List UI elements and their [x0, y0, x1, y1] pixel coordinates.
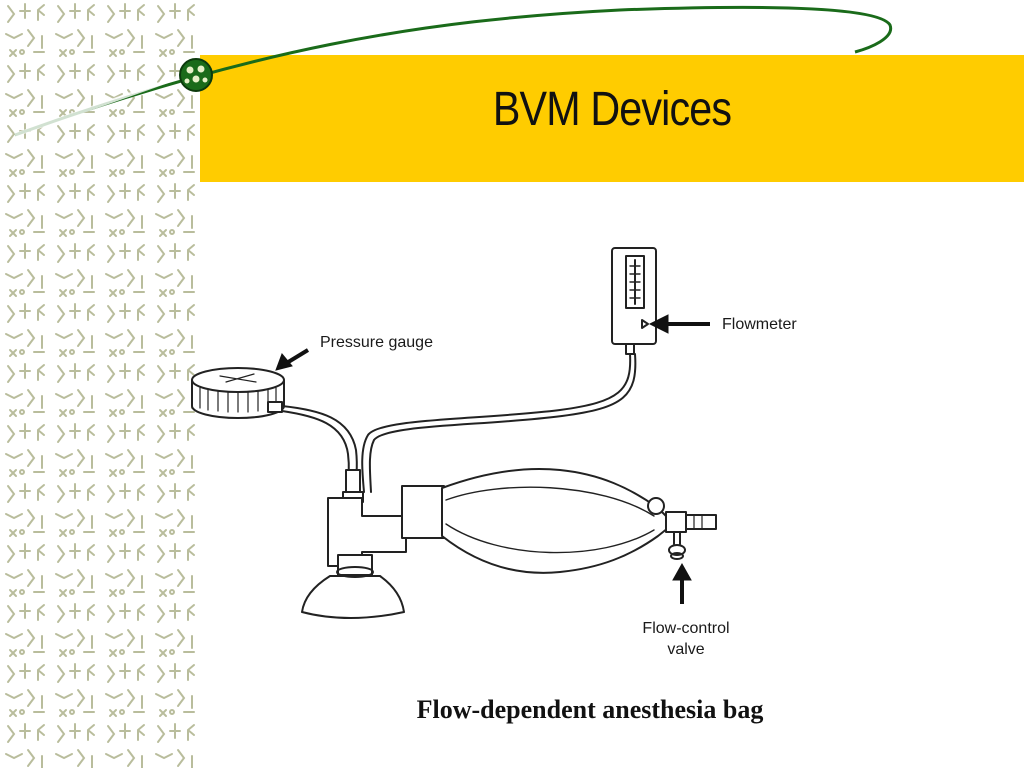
flow-control-label-line2: valve	[667, 641, 705, 658]
pressure-gauge-device	[191, 367, 285, 419]
pressure-gauge-label: Pressure gauge	[320, 334, 433, 351]
bvm-diagram: Pressure gauge Flowmeter Flow-control va…	[180, 230, 840, 670]
arrow-icon	[672, 562, 692, 604]
arrow-icon	[275, 348, 310, 371]
slide-title: BVM Devices	[492, 83, 732, 136]
flow-control-label-line1: Flow-control	[642, 620, 730, 637]
arrow-icon	[648, 314, 710, 334]
flow-control-valve-label: Flow-control valve	[624, 618, 748, 660]
anesthesia-bag-drawing	[191, 247, 717, 619]
flowmeter-device	[611, 247, 657, 355]
slide-caption: Flow-dependent anesthesia bag	[416, 695, 764, 724]
flowmeter-label: Flowmeter	[722, 316, 797, 333]
molecule-pattern-icon	[0, 0, 200, 768]
